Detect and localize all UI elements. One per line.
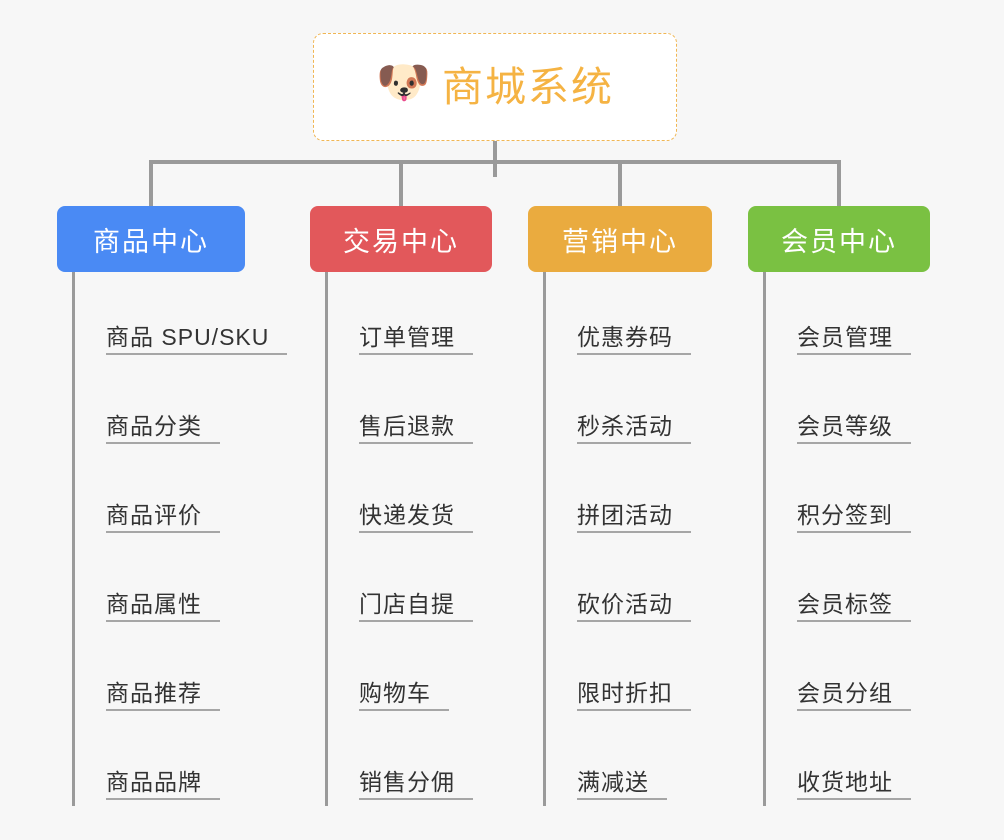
leaf-label: 秒杀活动 [577, 413, 691, 444]
leaf-label: 商品推荐 [106, 680, 220, 711]
leaf-label: 快递发货 [359, 502, 473, 533]
leaf-label: 销售分佣 [359, 769, 473, 800]
connector-root-stem [493, 141, 497, 177]
list-item[interactable]: 商品分类 [74, 361, 287, 450]
leaf-label: 优惠券码 [577, 324, 691, 355]
leaf-label: 商品品牌 [106, 769, 220, 800]
list-item[interactable]: 限时折扣 [545, 628, 712, 717]
list-item[interactable]: 快递发货 [327, 450, 492, 539]
branch-items-2: 订单管理 售后退款 快递发货 门店自提 购物车 销售分佣 [310, 272, 492, 806]
leaf-label: 商品 SPU/SKU [106, 324, 288, 355]
leaf-label: 砍价活动 [577, 591, 691, 622]
leaf-label: 限时折扣 [577, 680, 691, 711]
leaf-label: 售后退款 [359, 413, 473, 444]
list-item[interactable]: 优惠券码 [545, 272, 712, 361]
list-item[interactable]: 商品属性 [74, 539, 287, 628]
leaf-label: 购物车 [359, 680, 449, 711]
list-item[interactable]: 收货地址 [765, 717, 930, 806]
branch-header-1[interactable]: 商品中心 [57, 206, 245, 272]
leaf-label: 会员管理 [797, 324, 911, 355]
list-item[interactable]: 会员分组 [765, 628, 930, 717]
branch-column-1: 商品中心 商品 SPU/SKU 商品分类 商品评价 商品属性 商品推荐 商品品牌 [57, 206, 288, 806]
branch-items-1: 商品 SPU/SKU 商品分类 商品评价 商品属性 商品推荐 商品品牌 [57, 272, 288, 806]
leaf-label: 商品属性 [106, 591, 220, 622]
leaf-label: 拼团活动 [577, 502, 691, 533]
list-item[interactable]: 订单管理 [327, 272, 492, 361]
branch-spine-4 [763, 272, 766, 806]
branch-spine-3 [543, 272, 546, 806]
leaf-label: 会员分组 [797, 680, 911, 711]
leaf-label: 门店自提 [359, 591, 473, 622]
list-item[interactable]: 会员等级 [765, 361, 930, 450]
list-item[interactable]: 秒杀活动 [545, 361, 712, 450]
list-item[interactable]: 会员管理 [765, 272, 930, 361]
list-item[interactable]: 购物车 [327, 628, 492, 717]
branch-items-3: 优惠券码 秒杀活动 拼团活动 砍价活动 限时折扣 满减送 [528, 272, 712, 806]
branch-items-4: 会员管理 会员等级 积分签到 会员标签 会员分组 收货地址 [748, 272, 930, 806]
leaf-label: 商品分类 [106, 413, 220, 444]
list-item[interactable]: 砍价活动 [545, 539, 712, 628]
root-title: 商城系统 [442, 63, 614, 110]
list-item[interactable]: 积分签到 [765, 450, 930, 539]
leaf-label: 满减送 [577, 769, 667, 800]
branch-column-3: 营销中心 优惠券码 秒杀活动 拼团活动 砍价活动 限时折扣 满减送 [528, 206, 712, 806]
list-item[interactable]: 售后退款 [327, 361, 492, 450]
connector-drop-3 [618, 160, 622, 208]
branch-header-3[interactable]: 营销中心 [528, 206, 712, 272]
list-item[interactable]: 拼团活动 [545, 450, 712, 539]
branch-spine-2 [325, 272, 328, 806]
list-item[interactable]: 商品品牌 [74, 717, 287, 806]
leaf-label: 收货地址 [797, 769, 911, 800]
leaf-label: 会员标签 [797, 591, 911, 622]
root-node[interactable]: 🐶 商城系统 [313, 33, 677, 141]
branch-header-2[interactable]: 交易中心 [310, 206, 492, 272]
list-item[interactable]: 商品 SPU/SKU [74, 272, 288, 361]
leaf-label: 订单管理 [359, 324, 473, 355]
dog-face-icon: 🐶 [376, 58, 431, 107]
branch-spine-1 [72, 272, 75, 806]
leaf-label: 会员等级 [797, 413, 911, 444]
list-item[interactable]: 商品推荐 [74, 628, 287, 717]
list-item[interactable]: 商品评价 [74, 450, 287, 539]
branch-column-2: 交易中心 订单管理 售后退款 快递发货 门店自提 购物车 销售分佣 [310, 206, 492, 806]
connector-drop-2 [399, 160, 403, 208]
list-item[interactable]: 门店自提 [327, 539, 492, 628]
branch-column-4: 会员中心 会员管理 会员等级 积分签到 会员标签 会员分组 收货地址 [748, 206, 930, 806]
leaf-label: 积分签到 [797, 502, 911, 533]
branch-header-4[interactable]: 会员中心 [748, 206, 930, 272]
leaf-label: 商品评价 [106, 502, 220, 533]
list-item[interactable]: 会员标签 [765, 539, 930, 628]
list-item[interactable]: 满减送 [545, 717, 712, 806]
connector-drop-4 [837, 160, 841, 208]
connector-horizontal-bus [149, 160, 841, 164]
list-item[interactable]: 销售分佣 [327, 717, 492, 806]
connector-drop-1 [149, 160, 153, 208]
